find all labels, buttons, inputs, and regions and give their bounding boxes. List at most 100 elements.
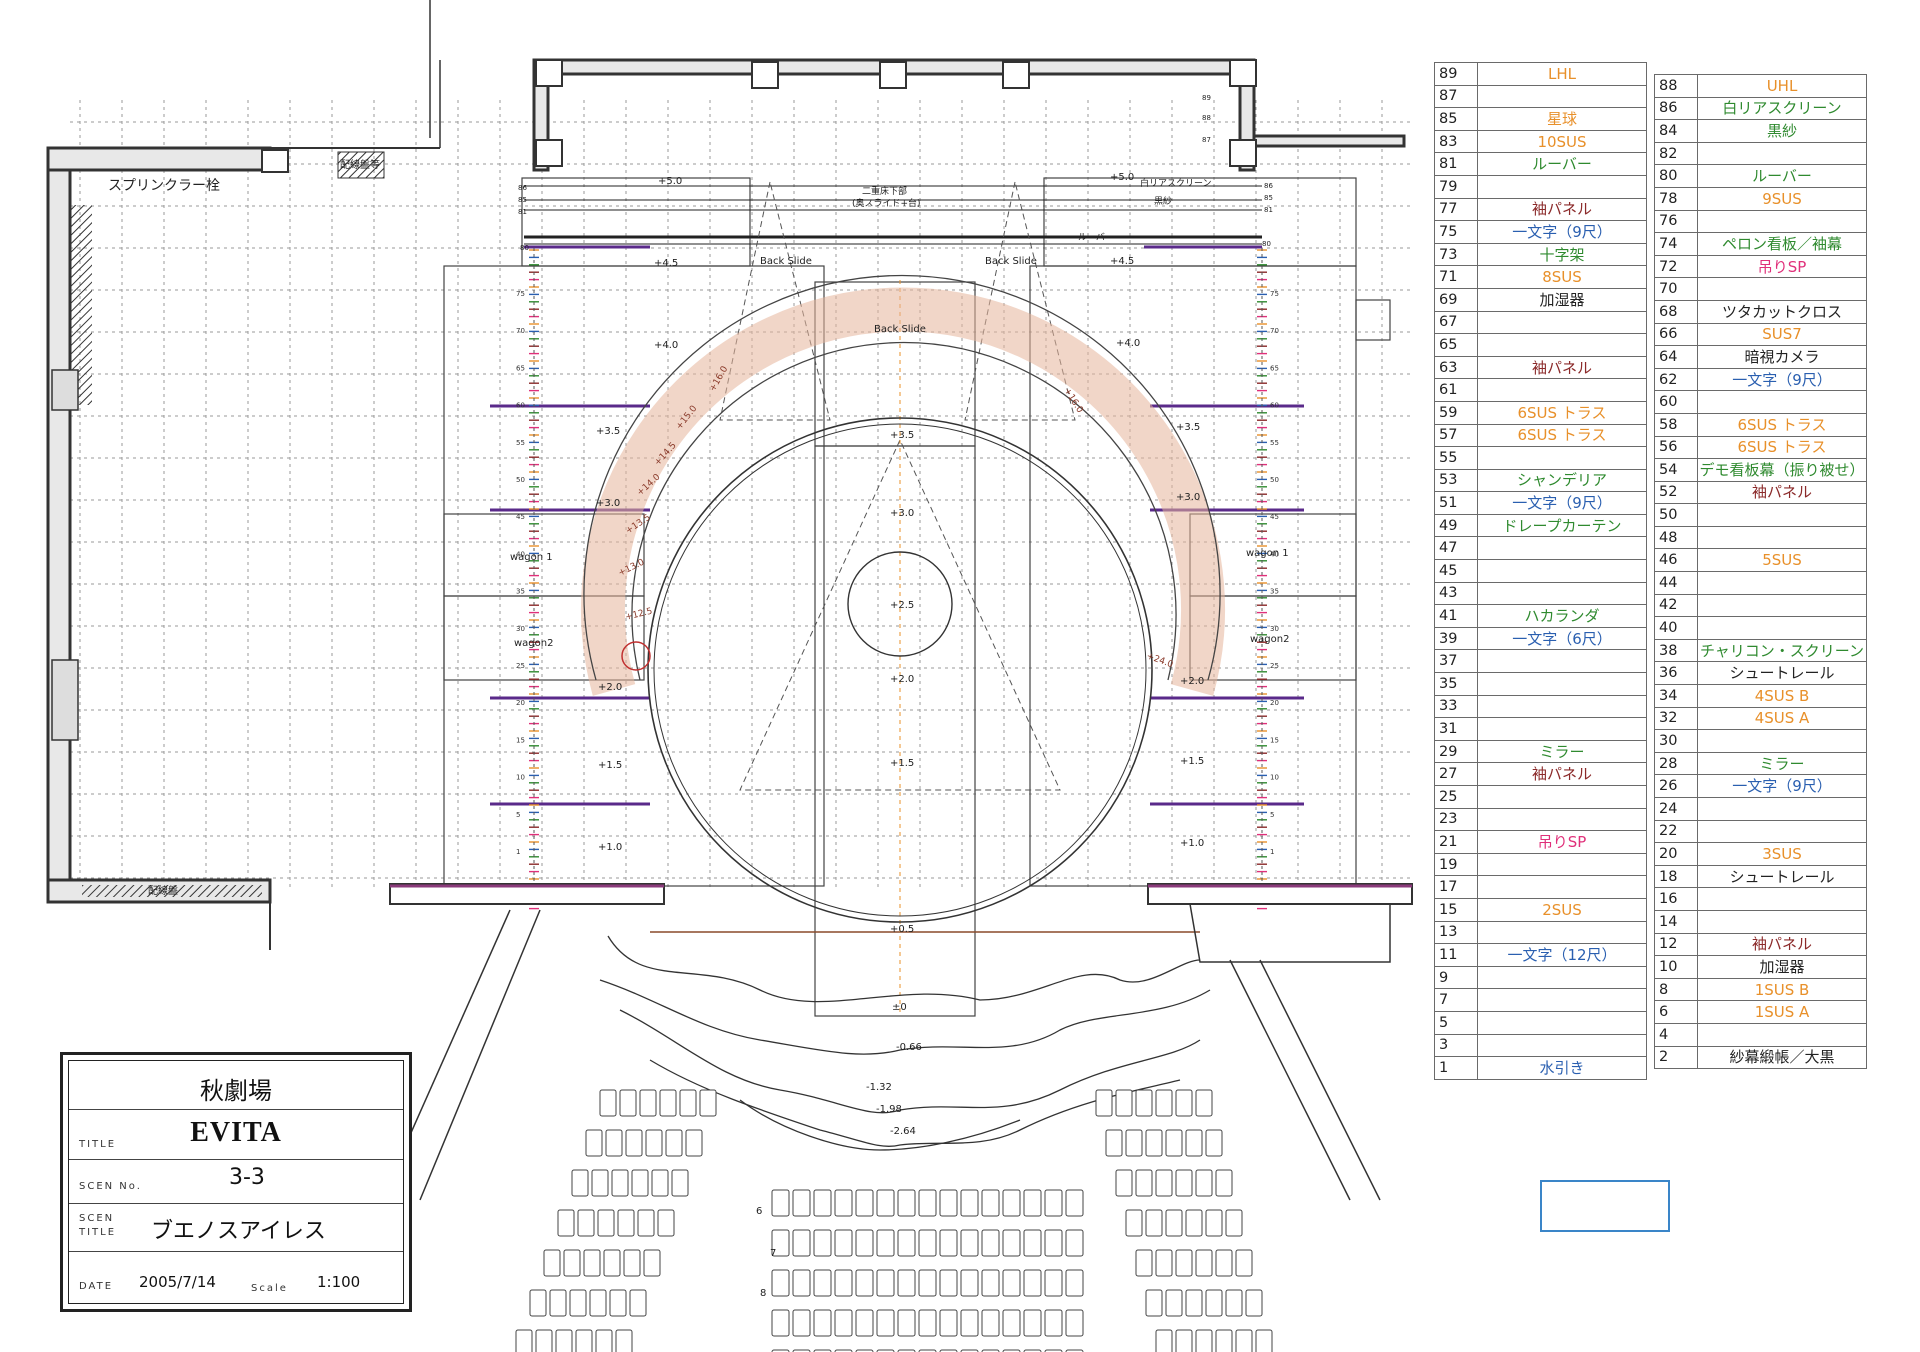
seat: [939, 1269, 958, 1297]
wagon2-right-label: wagon2: [1250, 634, 1289, 645]
cue-number: 8: [1654, 977, 1698, 1002]
seat: [1205, 1209, 1223, 1237]
cue-number: 10: [1654, 955, 1698, 979]
seat: [645, 1129, 663, 1157]
cue-even-row: 60: [1654, 390, 1867, 414]
seat: [876, 1189, 895, 1217]
cue-label: 9SUS: [1697, 186, 1867, 211]
cue-odd-row: 61: [1434, 378, 1647, 402]
cue-number: 28: [1654, 751, 1698, 776]
cue-label: ミラー: [1477, 739, 1647, 764]
cue-odd-row: 55: [1434, 446, 1647, 470]
seat: [1044, 1229, 1063, 1257]
stage-areas: [443, 177, 1391, 1017]
seat: [1023, 1229, 1042, 1257]
cue-label: [1477, 920, 1647, 945]
scene-no-caption: SCEN No.: [79, 1181, 142, 1192]
seat: [1002, 1189, 1021, 1217]
seat: [571, 1169, 589, 1197]
cue-number: 74: [1654, 232, 1698, 256]
date-caption: DATE: [79, 1281, 114, 1292]
seat: [939, 1189, 958, 1217]
cue-label: [1477, 536, 1647, 561]
cue-label: [1477, 649, 1647, 674]
elev-center-2: +3.0: [890, 508, 914, 519]
cue-number: 70: [1654, 277, 1698, 301]
top-left-80: 80: [520, 244, 529, 252]
seat: [918, 1309, 937, 1337]
cue-number: 52: [1654, 480, 1698, 505]
ruler-tick-label: 1: [1270, 848, 1274, 856]
cue-label: 黒紗: [1697, 119, 1867, 143]
cue-label: [1697, 141, 1867, 166]
cue-label: [1697, 819, 1867, 844]
cue-number: 29: [1434, 739, 1478, 764]
seat: [1023, 1309, 1042, 1337]
ramp-left-7: +12.5: [624, 607, 653, 623]
top-left-86: 86: [518, 184, 527, 192]
cue-number: 36: [1654, 661, 1698, 686]
cue-number: 38: [1654, 638, 1698, 663]
cue-label: [1477, 785, 1647, 809]
cue-number: 58: [1654, 412, 1698, 437]
seat: [609, 1289, 627, 1317]
cue-number: 81: [1434, 152, 1478, 176]
cue-number: 55: [1434, 446, 1478, 470]
seat: [1115, 1169, 1133, 1197]
seat: [813, 1269, 832, 1297]
cue-label: [1697, 503, 1867, 527]
cue-even-row: 44: [1654, 571, 1867, 595]
cue-label: 袖パネル: [1477, 355, 1647, 380]
cue-even-row: 76: [1654, 209, 1867, 234]
cue-odd-row: 13: [1434, 920, 1647, 945]
cue-label: ドレープカーテン: [1477, 513, 1647, 538]
seat: [771, 1309, 790, 1337]
cue-label: [1697, 525, 1867, 550]
cue-label: [1477, 1033, 1647, 1058]
cue-odd-row: 17: [1434, 875, 1647, 899]
cue-label: [1477, 672, 1647, 696]
scene-title-caption-2: TITLE: [79, 1227, 117, 1238]
seat: [1155, 1089, 1173, 1117]
seat: [629, 1289, 647, 1317]
top-num-89: 89: [1202, 94, 1211, 102]
ruler-tick-label: 75: [1270, 290, 1279, 298]
cue-number: 51: [1434, 491, 1478, 515]
seat: [557, 1209, 575, 1237]
seat: [1185, 1209, 1203, 1237]
cue-number: 45: [1434, 559, 1478, 583]
cue-odd-row: 65: [1434, 333, 1647, 357]
cue-label: 一文字（9尺）: [1697, 367, 1867, 392]
black-gauze-label: 黒紗: [1154, 196, 1172, 207]
elev-left-4: +3.5: [596, 426, 620, 437]
ruler-tick-label: 10: [516, 774, 525, 782]
cue-odd-row: 45: [1434, 559, 1647, 583]
seat: [563, 1249, 581, 1277]
cue-label: [1697, 277, 1867, 301]
cue-label: 加湿器: [1477, 287, 1647, 312]
scene-title-caption-1: SCEN: [79, 1213, 115, 1224]
seat: [623, 1249, 641, 1277]
cue-label: 6SUS トラス: [1697, 435, 1867, 460]
seat: [639, 1089, 657, 1117]
cue-odd-row: 37: [1434, 649, 1647, 674]
elev-center-5: +1.5: [890, 758, 914, 769]
cue-number: 89: [1434, 62, 1478, 86]
cue-label: [1697, 729, 1867, 753]
elev-right-4: +3.5: [1176, 422, 1200, 433]
seat: [599, 1089, 617, 1117]
cue-label: 星球: [1477, 107, 1647, 131]
ruler-tick-label: 35: [1270, 588, 1279, 596]
seat: [876, 1229, 895, 1257]
seat: [897, 1269, 916, 1297]
cue-label: 袖パネル: [1477, 197, 1647, 222]
cue-number: 37: [1434, 649, 1478, 674]
seat: [834, 1189, 853, 1217]
